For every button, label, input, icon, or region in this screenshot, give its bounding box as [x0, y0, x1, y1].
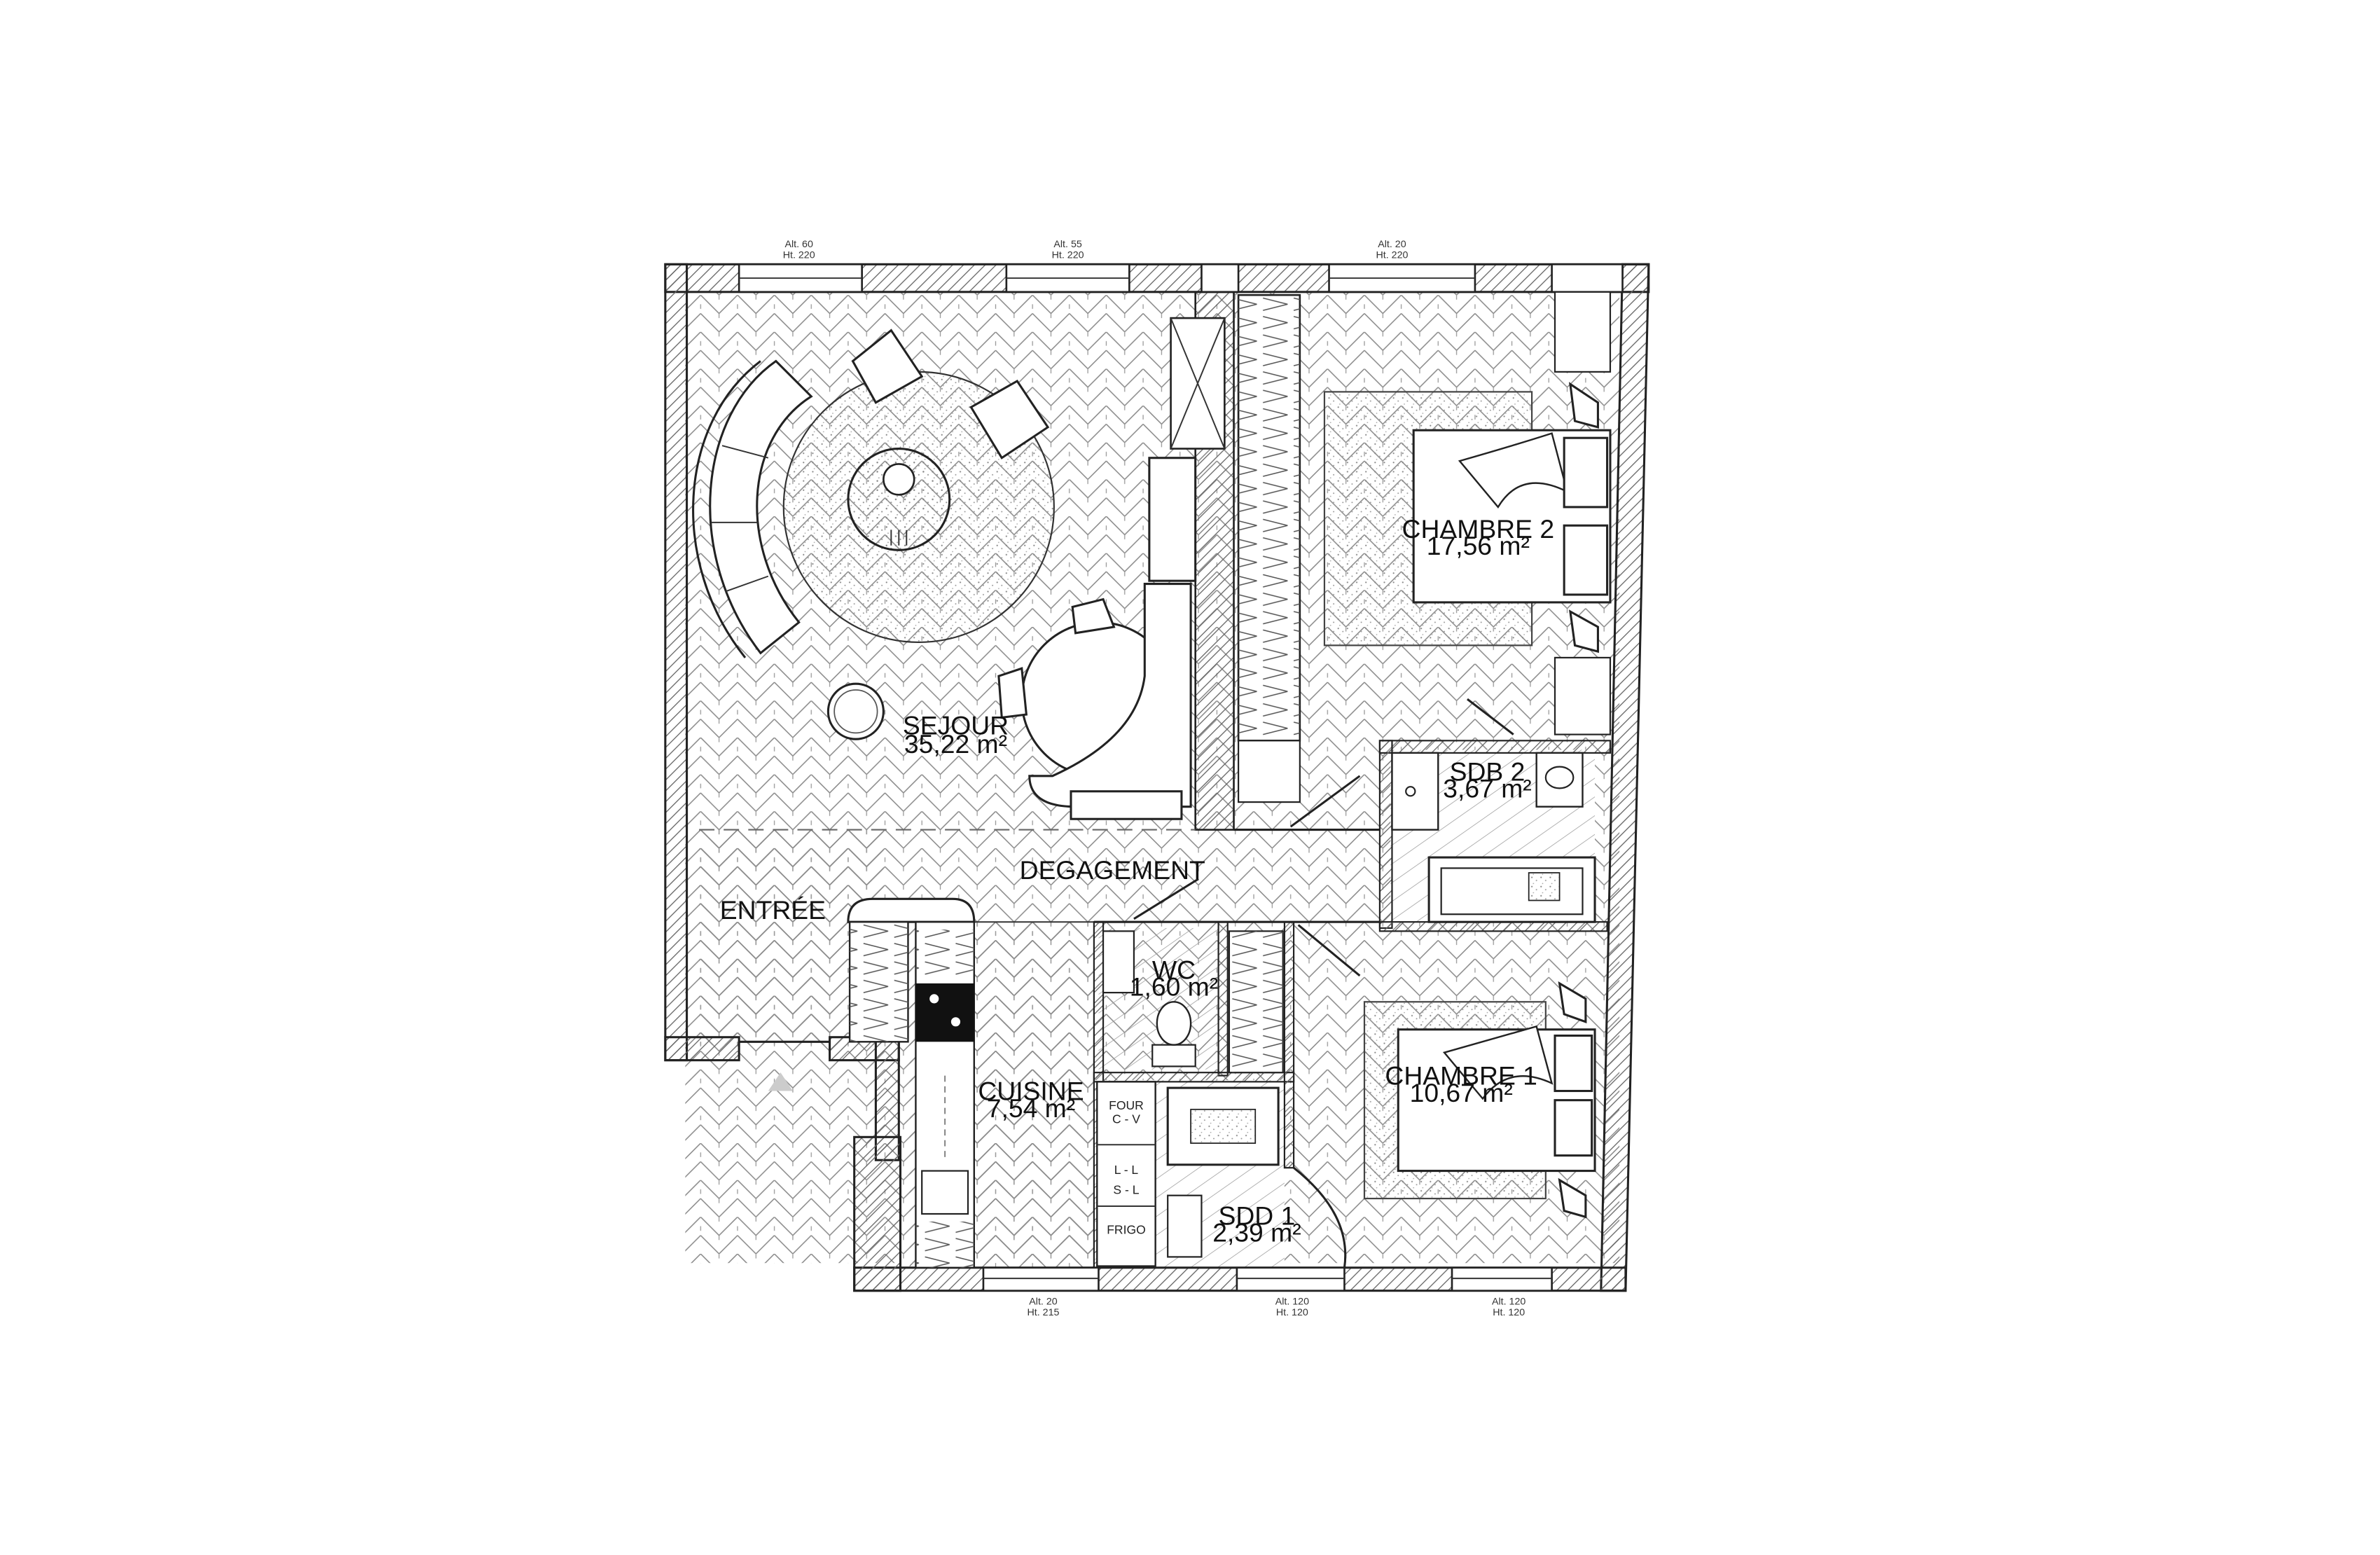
room-chambre2-name: CHAMBRE 2 — [1402, 514, 1555, 544]
room-chambre1-name: CHAMBRE 1 — [1385, 1061, 1537, 1091]
windows-top — [738, 263, 1624, 293]
label-cv: C - V — [1112, 1112, 1140, 1126]
windows-bottom — [982, 1266, 1553, 1292]
cooktop — [915, 983, 974, 1042]
room-labels: SEJOUR 35,22 m² CHAMBRE 2 17,56 m² SDB 2… — [720, 514, 1554, 1248]
room-chambre2-area: 17,56 m² — [1427, 531, 1530, 560]
win-note-top-2a: Alt. 55 — [1053, 239, 1081, 250]
room-chambre1-area: 10,67 m² — [1410, 1078, 1513, 1107]
wc-fixtures — [1102, 930, 1284, 1074]
label-ll: L - L — [1114, 1163, 1139, 1177]
room-wc-area: 1,60 m² — [1130, 972, 1218, 1002]
win-note-top-1b: Ht. 220 — [783, 250, 815, 261]
chambre1-furniture — [1363, 981, 1596, 1219]
win-note-top-1a: Alt. 60 — [785, 239, 813, 250]
sdd1-fixtures — [1166, 1086, 1347, 1268]
win-note-bottom-3a: Alt. 120 — [1492, 1296, 1525, 1307]
room-degagement-name: DEGAGEMENT — [1020, 855, 1205, 885]
room-cuisine-area: 7,54 m² — [987, 1093, 1075, 1123]
win-note-bottom-3b: Ht. 120 — [1493, 1307, 1525, 1318]
appliance-labels: FOUR C - V L - L S - L FRIGO — [1107, 1098, 1146, 1237]
doors — [739, 698, 1514, 1043]
room-sejour-name: SEJOUR — [903, 711, 1009, 740]
kitchen-furniture — [768, 897, 1156, 1269]
room-sdd1-name: SDD 1 — [1219, 1201, 1296, 1230]
room-sdb2-area: 3,67 m² — [1443, 774, 1531, 803]
win-note-top-3a: Alt. 20 — [1378, 239, 1406, 250]
room-sdd1-area: 2,39 m² — [1212, 1217, 1301, 1247]
entry-arrow — [768, 1072, 793, 1091]
win-note-bottom-2a: Alt. 120 — [1275, 1296, 1309, 1307]
win-note-bottom-2b: Ht. 120 — [1276, 1307, 1308, 1318]
room-sejour-area: 35,22 m² — [904, 729, 1007, 759]
label-sl: S - L — [1113, 1182, 1139, 1196]
sdb2-fixtures — [1391, 752, 1596, 923]
label-frigo: FRIGO — [1107, 1223, 1146, 1237]
room-entree-name: ENTRÉE — [720, 895, 826, 925]
win-note-top-3b: Ht. 220 — [1376, 250, 1408, 261]
win-note-bottom-1a: Alt. 20 — [1029, 1296, 1057, 1307]
sejour-furniture — [692, 317, 1226, 820]
win-note-bottom-1b: Ht. 215 — [1028, 1307, 1060, 1318]
win-note-top-2b: Ht. 220 — [1052, 250, 1084, 261]
room-wc-name: WC — [1152, 955, 1196, 984]
room-cuisine-name: CUISINE — [978, 1077, 1084, 1106]
label-four: FOUR — [1109, 1098, 1144, 1112]
chambre2-furniture — [1237, 291, 1612, 803]
window-notes: Alt. 60 Ht. 220 Alt. 55 Ht. 220 Alt. 20 … — [783, 239, 1526, 1318]
room-sdb2-name: SDB 2 — [1450, 756, 1525, 786]
